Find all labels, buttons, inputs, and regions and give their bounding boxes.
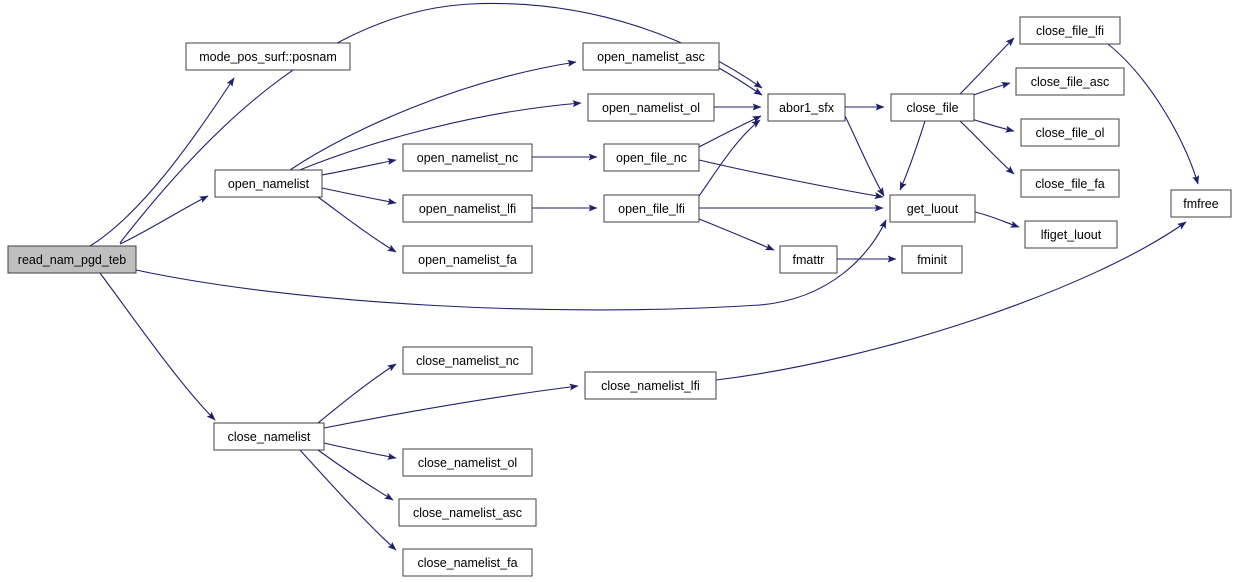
node-close_file_fa[interactable]: close_file_fa [1020,169,1120,198]
call-edge-close_file-to-close_file_fa [959,120,1015,175]
call-edge-open_namelist-to-open_namelist_lfi [321,187,397,205]
node-box-abor1_sfx[interactable] [767,93,846,122]
node-box-open_namelist_fa[interactable] [402,245,533,274]
call-edge-read_nam_pgd_teb-to-open_namelist [119,195,209,245]
edges-layer [89,2,1199,551]
node-close_file_asc[interactable]: close_file_asc [1015,67,1125,96]
node-lfiget_luout[interactable]: lfiget_luout [1024,220,1118,249]
node-box-close_namelist_lfi[interactable] [584,371,717,400]
node-open_namelist_asc[interactable]: open_namelist_asc [582,42,720,71]
call-edge-get_luout-to-lfiget_luout [974,211,1020,228]
node-close_namelist_asc[interactable]: close_namelist_asc [398,498,537,527]
call-edge-close_file-to-close_file_ol [967,117,1015,133]
call-edge-close_namelist-to-close_namelist_fa [299,449,397,551]
call-edge-open_file_lfi-to-fmattr [698,218,775,251]
node-box-open_namelist_ol[interactable] [587,93,715,122]
call-edge-open_file_nc-to-get_luout [698,159,884,200]
call-edge-open_namelist-to-open_namelist_fa [317,196,397,253]
node-box-lfiget_luout[interactable] [1024,220,1118,249]
node-get_luout[interactable]: get_luout [889,194,976,223]
call-edge-close_namelist-to-close_namelist_ol [323,442,397,460]
node-box-close_file_asc[interactable] [1015,67,1125,96]
call-edge-open_namelist_asc-to-abor1_sfx [718,67,763,96]
node-box-open_namelist_nc[interactable] [402,143,533,172]
node-close_namelist_fa[interactable]: close_namelist_fa [402,548,533,577]
node-box-close_namelist_fa[interactable] [402,548,533,577]
call-edge-close_file_lfi-to-fmfree [1107,43,1199,185]
node-box-close_file_ol[interactable] [1020,118,1120,147]
node-box-read_nam_pgd_teb[interactable] [7,245,137,274]
node-open_file_nc[interactable]: open_file_nc [603,143,700,172]
call-edge-read_nam_pgd_teb-to-get_luout [135,219,887,311]
node-box-close_namelist_nc[interactable] [402,346,533,375]
node-box-get_luout[interactable] [889,194,976,223]
call-edge-open_file_lfi-to-abor1_sfx [698,119,761,197]
node-box-close_namelist_ol[interactable] [402,448,533,477]
node-fmfree[interactable]: fmfree [1170,189,1232,218]
node-box-fmattr[interactable] [779,245,838,274]
node-box-fminit[interactable] [901,245,963,274]
node-box-close_file_lfi[interactable] [1019,16,1121,45]
node-open_namelist_nc[interactable]: open_namelist_nc [402,143,533,172]
call-edge-close_namelist-to-close_namelist_asc [317,449,394,501]
call-edge-read_nam_pgd_teb-to-close_namelist [99,272,216,421]
node-box-open_file_lfi[interactable] [603,194,700,223]
node-open_namelist_fa[interactable]: open_namelist_fa [402,245,533,274]
node-open_namelist_ol[interactable]: open_namelist_ol [587,93,715,122]
node-close_namelist_ol[interactable]: close_namelist_ol [402,448,533,477]
node-box-open_namelist[interactable] [214,169,323,198]
node-open_file_lfi[interactable]: open_file_lfi [603,194,700,223]
call-edge-open_namelist-to-open_namelist_nc [321,158,397,176]
call-edge-close_namelist_lfi-to-fmfree [715,221,1187,381]
node-box-close_file[interactable] [890,93,975,122]
call-edge-close_namelist-to-close_namelist_lfi [323,383,579,429]
node-box-close_file_fa[interactable] [1020,169,1120,198]
node-box-open_namelist_lfi[interactable] [402,194,533,223]
node-box-mode_pos_surf_posnam[interactable] [185,42,351,71]
call-edge-close_file-to-close_file_lfi [959,37,1015,95]
call-edge-close_namelist-to-close_namelist_nc [317,363,397,424]
node-fmattr[interactable]: fmattr [779,245,838,274]
nodes-layer: read_nam_pgd_tebmode_pos_surf::posnamope… [7,16,1232,577]
call-edge-read_nam_pgd_teb-to-mode_pos_surf_posnam [89,77,235,247]
node-box-open_namelist_asc[interactable] [582,42,720,71]
node-close_namelist_nc[interactable]: close_namelist_nc [402,346,533,375]
call-edge-open_namelist-to-open_namelist_ol [294,100,582,173]
node-box-fmfree[interactable] [1170,189,1232,218]
call-edge-close_file-to-get_luout [899,120,926,191]
node-abor1_sfx[interactable]: abor1_sfx [767,93,846,122]
call-edge-open_file_nc-to-abor1_sfx [698,115,762,148]
node-box-close_namelist_asc[interactable] [398,498,537,527]
node-close_file_ol[interactable]: close_file_ol [1020,118,1120,147]
node-box-close_namelist[interactable] [213,422,325,451]
node-close_file[interactable]: close_file [890,93,975,122]
node-close_namelist[interactable]: close_namelist [213,422,325,451]
node-open_namelist_lfi[interactable]: open_namelist_lfi [402,194,533,223]
call-edge-open_namelist-to-open_namelist_asc [289,59,577,171]
node-box-open_file_nc[interactable] [603,143,700,172]
node-close_file_lfi[interactable]: close_file_lfi [1019,16,1121,45]
call-edge-abor1_sfx-to-get_luout [844,115,885,197]
node-fminit[interactable]: fminit [901,245,963,274]
node-read_nam_pgd_teb[interactable]: read_nam_pgd_teb [7,245,137,274]
node-mode_pos_surf_posnam[interactable]: mode_pos_surf::posnam [185,42,351,71]
node-close_namelist_lfi[interactable]: close_namelist_lfi [584,371,717,400]
node-open_namelist[interactable]: open_namelist [214,169,323,198]
